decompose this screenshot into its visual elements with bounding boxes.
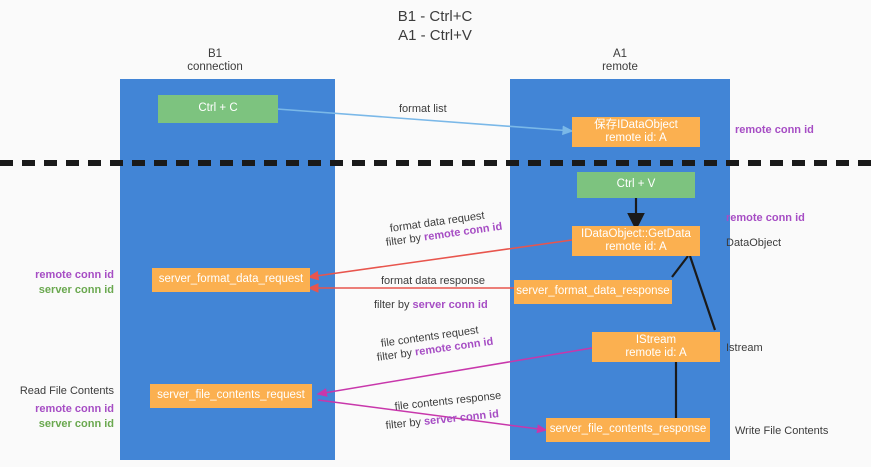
right-label-write-file-contents-text: Write File Contents xyxy=(735,425,829,437)
column-header-a1-name: A1 xyxy=(612,48,628,60)
left-label-server-conn-id-2: server conn id xyxy=(38,418,114,430)
box-istream-line1: IStream xyxy=(635,333,677,346)
box-server-format-data-request-label: server_format_data_request xyxy=(158,273,304,286)
column-header-b1-role: connection xyxy=(187,61,243,73)
box-server-format-data-response-label: server_format_data_response xyxy=(516,285,670,298)
box-save-idataobject-line1: 保存IDataObject xyxy=(594,118,678,131)
box-save-idataobject-line2: remote id: A xyxy=(605,132,667,144)
box-ctrl-c[interactable]: Ctrl + C xyxy=(158,95,278,123)
label-filter-key-server-conn-id: server conn id xyxy=(412,299,488,311)
label-filter-prefix-3: filter by xyxy=(376,346,416,364)
box-server-file-contents-request-label: server_file_contents_request xyxy=(157,389,305,402)
box-server-format-data-response[interactable]: server_format_data_response xyxy=(514,280,672,304)
column-header-a1-role: remote xyxy=(602,61,638,73)
right-label-istream: Istream xyxy=(726,341,763,355)
box-istream-line2: remote id: A xyxy=(625,347,687,359)
box-server-file-contents-request[interactable]: server_file_contents_request xyxy=(150,384,312,408)
right-label-remote-conn-id-mid: remote conn id xyxy=(726,211,805,225)
box-getdata-line1: IDataObject::GetData xyxy=(581,227,691,240)
left-label-read-file-contents: Read File Contents xyxy=(0,384,114,399)
column-header-a1: A1 remote xyxy=(560,48,680,74)
left-label-read-file-contents-text: Read File Contents xyxy=(19,385,114,397)
right-label-istream-text: Istream xyxy=(726,342,763,354)
right-label-dataobject-text: DataObject xyxy=(726,237,782,249)
column-header-b1-name: B1 xyxy=(207,48,223,60)
right-label-remote-conn-id-mid-text: remote conn id xyxy=(726,212,805,224)
right-label-remote-conn-id-top-text: remote conn id xyxy=(735,124,814,136)
label-format-data-response: format data response xyxy=(381,274,485,288)
box-getdata-line2: remote id: A xyxy=(605,241,667,253)
label-format-data-response-filter: filter by server conn id xyxy=(374,298,488,312)
left-label-server-conn-id-1: server conn id xyxy=(38,284,114,296)
page-title: B1 - Ctrl+C A1 - Ctrl+V xyxy=(335,7,535,45)
box-server-file-contents-response-label: server_file_contents_response xyxy=(549,423,707,436)
left-label-conn-ids-2: remote conn id server conn id xyxy=(0,402,114,432)
box-ctrl-c-label: Ctrl + C xyxy=(198,102,238,115)
label-filter-key-server-conn-id-2: server conn id xyxy=(423,408,500,428)
box-idataobject-getdata[interactable]: IDataObject::GetData remote id: A xyxy=(572,226,700,256)
label-format-data-response-text: format data response xyxy=(381,275,485,287)
column-header-b1: B1 connection xyxy=(155,48,275,74)
right-label-remote-conn-id-top: remote conn id xyxy=(735,123,814,137)
box-server-format-data-request[interactable]: server_format_data_request xyxy=(152,268,310,292)
title-line-2: A1 - Ctrl+V xyxy=(398,27,472,44)
box-ctrl-v-label: Ctrl + V xyxy=(616,178,656,191)
box-save-idataobject[interactable]: 保存IDataObject remote id: A xyxy=(572,117,700,147)
box-server-file-contents-response[interactable]: server_file_contents_response xyxy=(546,418,710,442)
label-format-list: format list xyxy=(399,102,447,116)
box-ctrl-v[interactable]: Ctrl + V xyxy=(577,172,695,198)
label-filter-prefix-4: filter by xyxy=(385,415,425,432)
right-label-dataobject: DataObject xyxy=(726,236,781,250)
title-line-1: B1 - Ctrl+C xyxy=(397,8,473,25)
box-istream[interactable]: IStream remote id: A xyxy=(592,332,720,362)
left-label-conn-ids-1: remote conn id server conn id xyxy=(0,268,114,298)
left-label-remote-conn-id-2: remote conn id xyxy=(35,403,114,415)
label-filter-prefix: filter by xyxy=(385,231,425,249)
label-filter-prefix-2: filter by xyxy=(374,299,413,311)
left-label-remote-conn-id-1: remote conn id xyxy=(35,269,114,281)
right-label-write-file-contents: Write File Contents xyxy=(735,424,828,438)
label-format-list-text: format list xyxy=(399,103,447,115)
